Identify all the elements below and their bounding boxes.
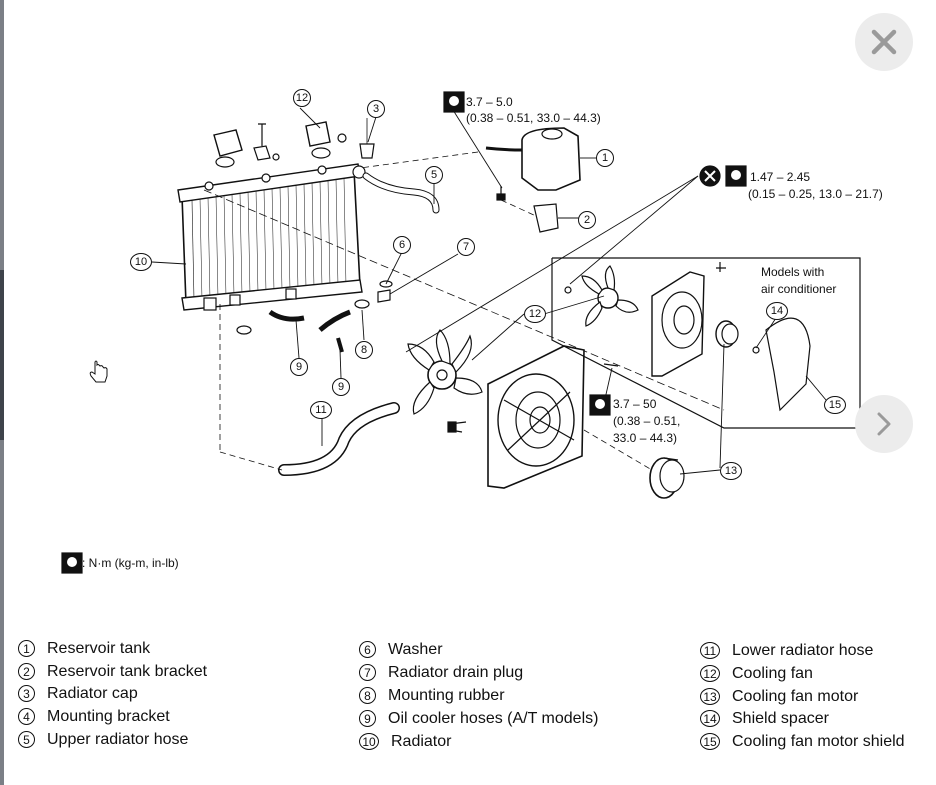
part-item-7: 7 Radiator drain plug [359, 661, 523, 684]
part-item-12: 12 Cooling fan [700, 662, 813, 685]
part-number: 14 [700, 710, 720, 727]
callout-11: 11 [310, 401, 332, 419]
ac-models-inset [551, 257, 861, 429]
callout-5: 5 [425, 166, 443, 184]
callout-14: 14 [766, 302, 788, 320]
part-name: Upper radiator hose [47, 730, 189, 748]
part-name: Reservoir tank [47, 639, 151, 657]
mounting-brackets-drawing [213, 118, 375, 168]
left-panel-handle[interactable] [0, 270, 4, 440]
part-item-3: 3 Radiator cap [18, 682, 138, 705]
torque-note-c-line3: 33.0 – 44.3) [613, 431, 678, 445]
part-item-1: 1 Reservoir tank [18, 637, 150, 660]
part-number: 8 [359, 687, 376, 704]
part-name: Mounting bracket [47, 707, 170, 725]
part-name: Radiator cap [47, 684, 138, 702]
part-number: 5 [18, 731, 35, 748]
part-number: 9 [359, 710, 376, 727]
part-name: Reservoir tank bracket [47, 662, 208, 680]
models-note-line1: Models with [761, 265, 825, 279]
fan-shroud-drawing [447, 345, 619, 489]
exploded-diagram [61, 91, 861, 574]
part-number: 12 [700, 665, 720, 682]
part-number: 6 [359, 641, 376, 658]
part-number: 15 [700, 733, 720, 750]
part-item-11: 11 Lower radiator hose [700, 639, 873, 662]
torque-note-c-line2: (0.38 – 0.51, [613, 414, 681, 428]
torque-units-legend: : N·m (kg-m, in-lb) [82, 556, 179, 570]
part-item-5: 5 Upper radiator hose [18, 728, 188, 751]
reservoir-tank-drawing [359, 127, 581, 233]
part-number: 2 [18, 663, 35, 680]
callout-10: 10 [130, 253, 152, 271]
callout-9b: 9 [332, 378, 350, 396]
callout-12: 12 [524, 305, 546, 323]
hoses-drawing [203, 172, 725, 476]
callout-3: 3 [367, 100, 385, 118]
part-name: Oil cooler hoses (A/T models) [388, 709, 599, 727]
callout-13: 13 [720, 462, 742, 480]
part-item-4: 4 Mounting bracket [18, 705, 170, 728]
part-name: Shield spacer [732, 709, 829, 727]
part-number: 11 [700, 642, 720, 659]
callout-9a: 9 [290, 358, 308, 376]
part-name: Lower radiator hose [732, 641, 874, 659]
torque-note-b-line2: (0.15 – 0.25, 13.0 – 21.7) [748, 187, 883, 201]
torque-note-b-line1: 1.47 – 2.45 [750, 170, 811, 184]
callout-8: 8 [355, 341, 373, 359]
part-name: Cooling fan [732, 664, 813, 682]
cooling-fan-drawing [407, 329, 483, 415]
part-item-2: 2 Reservoir tank bracket [18, 660, 207, 683]
part-name: Cooling fan motor [732, 687, 859, 705]
fan-motor-drawing [583, 429, 685, 499]
leader-lines [151, 101, 827, 475]
part-number: 4 [18, 708, 35, 725]
close-icon [871, 29, 897, 55]
callout-4: 12 [293, 89, 311, 107]
callout-6: 6 [393, 236, 411, 254]
chevron-right-icon [877, 412, 891, 436]
part-name: Radiator drain plug [388, 663, 524, 681]
next-image-button[interactable] [855, 395, 913, 453]
callout-7: 7 [457, 238, 475, 256]
left-panel-edge [0, 0, 4, 785]
torque-note-c-line1: 3.7 – 50 [613, 397, 657, 411]
part-name: Washer [388, 640, 443, 658]
part-name: Mounting rubber [388, 686, 505, 704]
part-number: 1 [18, 640, 35, 657]
callout-15: 15 [824, 396, 846, 414]
close-button[interactable] [855, 13, 913, 71]
part-name: Cooling fan motor shield [732, 732, 905, 750]
part-item-13: 13 Cooling fan motor [700, 685, 858, 708]
models-note-line2: air conditioner [761, 282, 837, 296]
part-number: 13 [700, 688, 720, 705]
part-item-8: 8 Mounting rubber [359, 684, 505, 707]
part-number: 10 [359, 733, 379, 750]
part-item-10: 10 Radiator [359, 730, 451, 753]
part-name: Radiator [391, 732, 452, 750]
part-number: 7 [359, 664, 376, 681]
torque-note-a-line1: 3.7 – 5.0 [466, 95, 513, 109]
part-number: 3 [18, 685, 35, 702]
part-item-9: 9 Oil cooler hoses (A/T models) [359, 707, 598, 730]
part-item-6: 6 Washer [359, 638, 443, 661]
torque-note-a-line2: (0.38 – 0.51, 33.0 – 44.3) [466, 111, 601, 125]
callout-2: 2 [578, 211, 596, 229]
callout-1: 1 [596, 149, 614, 167]
part-item-15: 15 Cooling fan motor shield [700, 730, 905, 753]
torque-symbols [61, 91, 747, 574]
radiator-drawing [177, 163, 366, 311]
part-item-14: 14 Shield spacer [700, 707, 829, 730]
hand-pointer-icon [89, 360, 108, 383]
image-viewer: 12 3 1 5 2 6 7 10 12 14 8 9 9 15 11 13 3… [4, 0, 936, 785]
drain-plug-drawing [236, 280, 393, 335]
